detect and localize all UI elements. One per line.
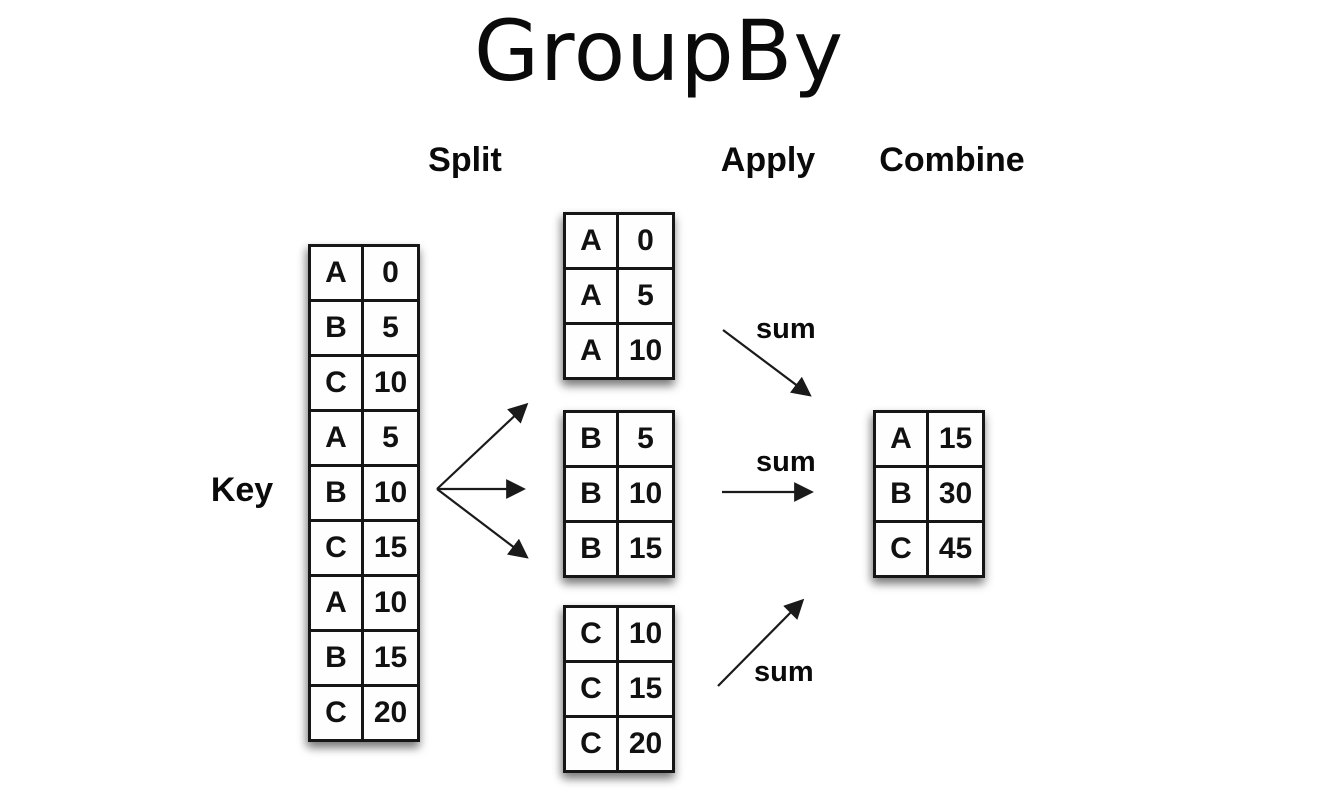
split-arrow-to-group-a — [436, 402, 529, 490]
key-cell: C — [308, 354, 364, 412]
key-cell: A — [563, 212, 619, 270]
key-cell: A — [308, 574, 364, 632]
value-cell: 5 — [361, 299, 420, 357]
stage-label-split: Split — [428, 141, 502, 179]
key-cell: A — [308, 409, 364, 467]
table-row: A 5 — [308, 409, 420, 467]
stage-label-combine: Combine — [879, 141, 1025, 179]
key-cell: C — [563, 715, 619, 773]
sum-label-group-b: sum — [756, 446, 816, 478]
value-cell: 15 — [926, 410, 985, 468]
sum-label-group-a: sum — [756, 313, 816, 345]
table-row: B 15 — [308, 629, 420, 687]
key-cell: C — [563, 605, 619, 663]
value-cell: 20 — [616, 715, 675, 773]
value-cell: 10 — [361, 354, 420, 412]
value-cell: 10 — [616, 605, 675, 663]
value-cell: 5 — [616, 410, 675, 468]
table-row: C 15 — [563, 660, 675, 718]
key-cell: A — [563, 322, 619, 380]
table-row: B 15 — [563, 520, 675, 578]
table-row: B 10 — [563, 465, 675, 523]
key-cell: B — [308, 629, 364, 687]
value-cell: 15 — [361, 629, 420, 687]
value-cell: 5 — [361, 409, 420, 467]
table-row: A 0 — [308, 244, 420, 302]
value-cell: 10 — [361, 464, 420, 522]
split-arrow-to-group-c — [436, 488, 529, 559]
key-cell: B — [873, 465, 929, 523]
key-cell: B — [563, 520, 619, 578]
key-cell: C — [308, 519, 364, 577]
value-cell: 45 — [926, 520, 985, 578]
combined-table: A 15 B 30 C 45 — [873, 410, 985, 578]
value-cell: 15 — [616, 660, 675, 718]
key-cell: A — [308, 244, 364, 302]
key-cell: C — [308, 684, 364, 742]
value-cell: 15 — [361, 519, 420, 577]
table-row: C 20 — [563, 715, 675, 773]
value-cell: 10 — [616, 322, 675, 380]
key-cell: A — [873, 410, 929, 468]
sum-label-group-c: sum — [754, 656, 814, 688]
key-cell: C — [873, 520, 929, 578]
table-row: C 45 — [873, 520, 985, 578]
key-cell: C — [563, 660, 619, 718]
key-cell: B — [563, 465, 619, 523]
value-cell: 20 — [361, 684, 420, 742]
key-cell: B — [308, 299, 364, 357]
table-row: A 15 — [873, 410, 985, 468]
table-row: A 10 — [563, 322, 675, 380]
value-cell: 10 — [361, 574, 420, 632]
value-cell: 0 — [361, 244, 420, 302]
table-row: B 10 — [308, 464, 420, 522]
stage-label-apply: Apply — [720, 141, 816, 179]
table-row: A 0 — [563, 212, 675, 270]
table-row: B 5 — [308, 299, 420, 357]
table-row: B 5 — [563, 410, 675, 468]
value-cell: 15 — [616, 520, 675, 578]
table-row: C 20 — [308, 684, 420, 742]
table-row: A 10 — [308, 574, 420, 632]
group-a-table: A 0 A 5 A 10 — [563, 212, 675, 380]
value-cell: 5 — [616, 267, 675, 325]
key-cell: A — [563, 267, 619, 325]
table-row: C 10 — [563, 605, 675, 663]
table-row: C 15 — [308, 519, 420, 577]
key-label: Key — [210, 471, 274, 509]
diagram-title: GroupBy — [473, 2, 845, 100]
table-row: C 10 — [308, 354, 420, 412]
value-cell: 0 — [616, 212, 675, 270]
table-row: B 30 — [873, 465, 985, 523]
value-cell: 30 — [926, 465, 985, 523]
source-table: A 0 B 5 C 10 A 5 B 10 C 15 A 10 B 15 — [308, 244, 420, 742]
key-cell: B — [563, 410, 619, 468]
key-cell: B — [308, 464, 364, 522]
table-row: A 5 — [563, 267, 675, 325]
value-cell: 10 — [616, 465, 675, 523]
group-c-table: C 10 C 15 C 20 — [563, 605, 675, 773]
group-b-table: B 5 B 10 B 15 — [563, 410, 675, 578]
